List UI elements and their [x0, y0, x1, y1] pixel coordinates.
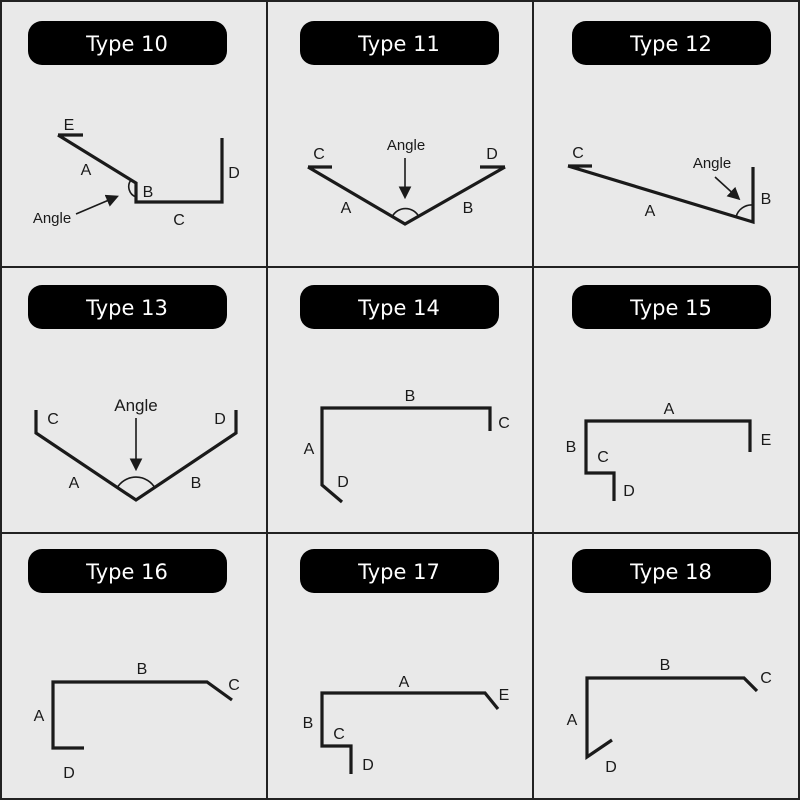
- label-b: B: [566, 439, 577, 456]
- label-a: A: [81, 162, 92, 179]
- label-e: E: [64, 117, 75, 134]
- angle-arc: [391, 207, 420, 218]
- panel-title: Type 14: [357, 296, 440, 320]
- panel-type-16: Type 16 B C A D: [28, 549, 240, 782]
- label-c: C: [760, 670, 772, 687]
- panel-title: Type 12: [629, 32, 712, 56]
- panel-type-13: Type 13 Angle C D A B: [28, 285, 238, 502]
- profile-shape: [584, 419, 752, 501]
- panel-title: Type 11: [357, 32, 440, 56]
- panel-type-11: Type 11 Angle C D A B: [300, 21, 506, 226]
- label-b: B: [303, 715, 314, 732]
- label-c: C: [333, 726, 345, 743]
- panel-type-17: Type 17 A E B C D: [300, 549, 509, 774]
- panel-title: Type 15: [629, 296, 712, 320]
- profile-shape: [307, 165, 506, 226]
- label-a: A: [399, 674, 410, 691]
- label-d: D: [623, 483, 635, 500]
- profile-shape: [320, 691, 500, 774]
- label-d: D: [362, 757, 374, 774]
- panel-title: Type 18: [629, 560, 712, 584]
- title-pill: [572, 549, 771, 593]
- panel-type-10: Type 10 E A B C D Angle: [28, 21, 240, 229]
- profile-shape: [585, 676, 759, 761]
- profile-shape: [320, 406, 492, 504]
- profile-shape: [34, 410, 238, 502]
- panel-title: Type 16: [85, 560, 168, 584]
- angle-arc: [116, 476, 156, 489]
- title-pill: [300, 21, 499, 65]
- label-angle: Angle: [114, 396, 157, 415]
- label-a: A: [304, 441, 315, 458]
- label-c: C: [47, 411, 59, 428]
- panel-type-15: Type 15 A E B C D: [566, 285, 772, 501]
- label-b: B: [191, 475, 202, 492]
- label-angle: Angle: [387, 137, 425, 154]
- label-a: A: [664, 401, 675, 418]
- label-c: C: [173, 212, 185, 229]
- label-c: C: [572, 145, 584, 162]
- panel-title: Type 13: [85, 296, 168, 320]
- label-c: C: [313, 146, 325, 163]
- panel-type-12: Type 12 Angle C A B: [567, 21, 772, 225]
- label-d: D: [337, 474, 349, 491]
- label-a: A: [34, 708, 45, 725]
- arrow-icon: [75, 194, 119, 215]
- label-e: E: [499, 687, 510, 704]
- panel-title: Type 10: [85, 32, 168, 56]
- label-a: A: [341, 200, 352, 217]
- title-pill: [572, 21, 771, 65]
- title-pill: [300, 549, 499, 593]
- title-pill: [28, 285, 227, 329]
- label-b: B: [463, 200, 474, 217]
- title-pill: [28, 549, 227, 593]
- label-a: A: [567, 712, 578, 729]
- title-pill: [572, 285, 771, 329]
- panel-type-14: Type 14 B C A D: [300, 285, 510, 504]
- label-d: D: [214, 411, 226, 428]
- profile-shape: [567, 164, 755, 225]
- label-b: B: [137, 661, 148, 678]
- panel-type-18: Type 18 B C A D: [567, 549, 772, 776]
- label-a: A: [645, 203, 656, 220]
- angle-arc: [127, 179, 137, 198]
- label-c: C: [228, 677, 240, 694]
- label-d: D: [605, 759, 617, 776]
- label-d: D: [486, 146, 498, 163]
- label-angle: Angle: [693, 155, 731, 172]
- title-pill: [28, 21, 227, 65]
- angle-arc: [735, 204, 754, 218]
- profile-shape: [51, 680, 233, 750]
- label-b: B: [761, 191, 772, 208]
- label-b: B: [660, 657, 671, 674]
- label-d: D: [63, 765, 75, 782]
- panel-title: Type 17: [357, 560, 440, 584]
- arrow-icon: [714, 176, 741, 201]
- label-b: B: [405, 388, 416, 405]
- label-d: D: [228, 165, 240, 182]
- profile-shape: [57, 133, 224, 204]
- label-c: C: [597, 449, 609, 466]
- label-c: C: [498, 415, 510, 432]
- label-b: B: [143, 184, 154, 201]
- title-pill: [300, 285, 499, 329]
- label-e: E: [761, 432, 772, 449]
- label-angle: Angle: [33, 210, 71, 227]
- label-a: A: [69, 475, 80, 492]
